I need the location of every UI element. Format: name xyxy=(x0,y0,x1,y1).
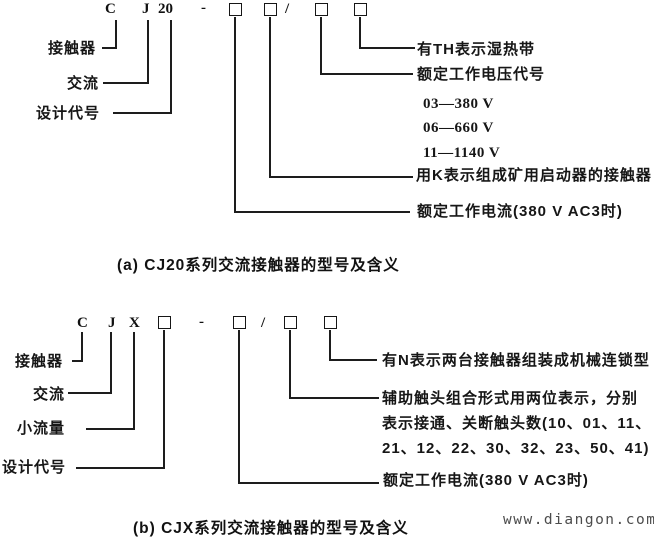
b-code-letter-c: C xyxy=(77,315,88,331)
a-voltage-option-380: 03—380 V xyxy=(423,96,494,112)
a-label-rated-current: 额定工作电流(380 V AC3时) xyxy=(417,203,623,220)
b-code-dash: - xyxy=(199,314,204,330)
b-line-x-v xyxy=(133,332,135,430)
a-line-contactor-h xyxy=(102,47,117,49)
a-line-design-h xyxy=(113,112,172,114)
a-line-box2-v xyxy=(269,17,271,178)
b-line-interlock-h xyxy=(329,359,377,361)
a-label-contactor: 接触器 xyxy=(48,40,97,57)
a-code-dash: - xyxy=(201,0,206,16)
a-code-letter-j: J xyxy=(142,1,150,17)
b-label-small-capacity: 小流量 xyxy=(17,420,66,437)
b-code-slash: / xyxy=(261,315,266,331)
a-code-box-voltage xyxy=(315,3,328,16)
b-caption: (b) CJX系列交流接触器的型号及含义 xyxy=(133,520,409,537)
b-label-aux-line2: 表示接通、关断触头数(10、01、11、 xyxy=(382,415,652,432)
b-code-letter-x: X xyxy=(129,315,140,331)
a-code-letter-c: C xyxy=(105,1,116,17)
b-label-design-code: 设计代号 xyxy=(2,459,67,476)
a-line-box3-v xyxy=(320,17,322,75)
b-code-box-design xyxy=(158,316,171,329)
a-caption: (a) CJ20系列交流接触器的型号及含义 xyxy=(117,257,400,274)
a-line-c-v xyxy=(115,20,117,49)
b-label-contactor: 接触器 xyxy=(15,353,64,370)
b-line-small-h xyxy=(86,428,135,430)
b-label-rated-current: 额定工作电流(380 V AC3时) xyxy=(383,472,589,489)
b-code-letter-j: J xyxy=(108,315,116,331)
a-code-design-20: 20 xyxy=(158,1,173,17)
b-label-ac: 交流 xyxy=(33,386,66,403)
a-voltage-option-660: 06—660 V xyxy=(423,120,494,136)
a-line-th-h xyxy=(359,47,415,49)
a-label-design-code: 设计代号 xyxy=(36,105,101,122)
a-label-ac: 交流 xyxy=(67,75,100,92)
b-line-ac-h xyxy=(68,392,112,394)
a-line-20-v xyxy=(170,20,172,114)
a-line-box4-v xyxy=(359,17,361,49)
b-line-box1-v xyxy=(163,330,165,469)
a-label-mining-k: 用K表示组成矿用启动器的接触器 xyxy=(416,167,652,184)
a-voltage-option-1140: 11—1140 V xyxy=(423,145,501,161)
b-code-box-interlock xyxy=(324,316,337,329)
a-line-box1-v xyxy=(234,17,236,213)
a-line-mining-h xyxy=(269,176,413,178)
site-watermark: www.diangon.com xyxy=(503,512,654,528)
a-code-box-th xyxy=(354,3,367,16)
b-line-box2-v xyxy=(238,330,240,484)
b-line-j-v xyxy=(110,332,112,394)
a-line-voltage-h xyxy=(320,73,413,75)
b-line-contactor-h xyxy=(72,360,83,362)
b-label-aux-line1: 辅助触头组合形式用两位表示，分别 xyxy=(382,390,639,407)
b-code-box-current xyxy=(233,316,246,329)
b-line-c-v xyxy=(81,332,83,362)
a-label-th: 有TH表示湿热带 xyxy=(417,41,535,58)
b-label-interlock-n: 有N表示两台接触器组装成机械连锁型 xyxy=(382,352,650,369)
b-line-aux-h xyxy=(289,397,379,399)
b-line-box3-v xyxy=(289,330,291,399)
b-label-aux-line3: 21、12、22、30、32、23、50、41) xyxy=(382,440,650,457)
b-line-current-h xyxy=(238,482,379,484)
b-line-box4-v xyxy=(329,330,331,361)
b-line-design-h xyxy=(76,467,165,469)
a-line-j-v xyxy=(147,20,149,84)
a-line-ac-h xyxy=(103,82,149,84)
a-code-box-mining xyxy=(264,3,277,16)
a-label-voltage-code: 额定工作电压代号 xyxy=(417,66,546,83)
a-code-slash: / xyxy=(285,1,290,17)
a-line-current-h xyxy=(234,211,410,213)
b-code-box-aux xyxy=(284,316,297,329)
a-code-box-current xyxy=(229,3,242,16)
